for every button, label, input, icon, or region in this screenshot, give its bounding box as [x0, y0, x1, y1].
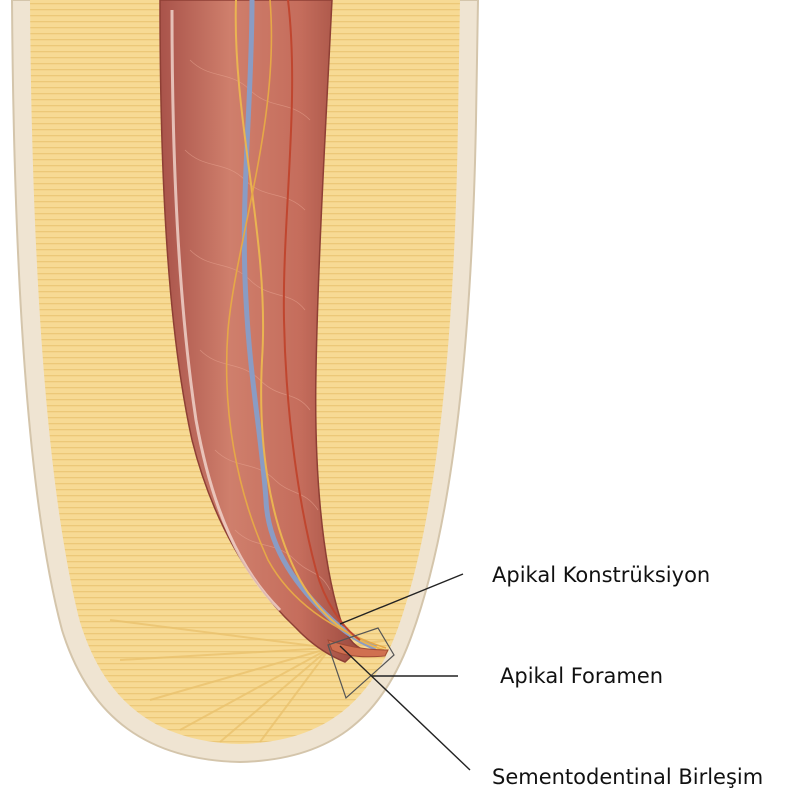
- label-cementodentinal-junction: Sementodentinal Birleşim: [492, 767, 763, 788]
- label-apical-foramen: Apikal Foramen: [500, 666, 663, 687]
- label-apical-constriction: Apikal Konstrüksiyon: [492, 565, 710, 586]
